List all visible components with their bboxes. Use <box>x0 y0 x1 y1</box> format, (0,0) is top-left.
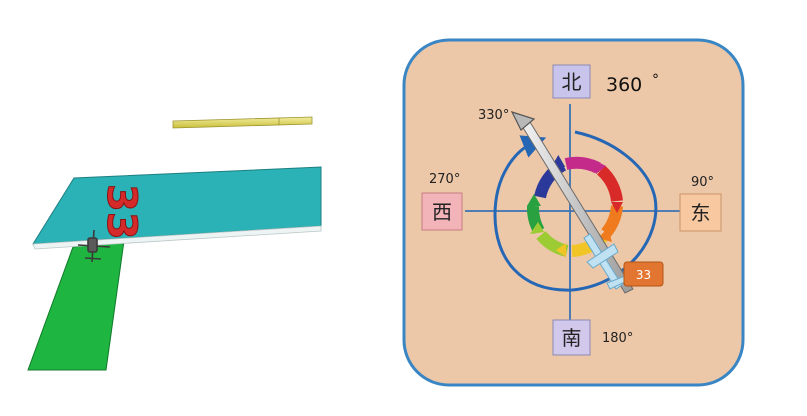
west-degrees: 270° <box>429 172 460 187</box>
rotation-loop <box>493 130 658 292</box>
runway-tag: 33 <box>623 261 664 287</box>
aircraft-model <box>77 229 111 263</box>
east-marker: 90° 东 <box>679 175 722 232</box>
south-degrees: 180° <box>602 331 633 346</box>
airplane-icon <box>583 233 628 290</box>
runway-number-marking: 33 <box>98 184 144 240</box>
compass-panel: 330° 北 360 ° 270° 西 90° 东 南 180° <box>402 38 745 387</box>
east-degrees: 90° <box>691 175 714 190</box>
west-marker: 270° 西 <box>421 172 463 231</box>
runway-tag-label: 33 <box>636 268 651 282</box>
heading-330-label: 330° <box>478 108 509 123</box>
teal-runway <box>32 166 322 250</box>
south-marker: 南 180° <box>552 319 633 356</box>
west-label: 西 <box>432 200 452 224</box>
north-degrees: 360 <box>606 74 642 96</box>
green-taxiway <box>27 240 125 371</box>
runway-scene: 33 <box>27 116 322 371</box>
yellow-bar <box>172 116 313 129</box>
compass-axes <box>465 104 680 322</box>
east-label: 东 <box>691 201 711 225</box>
compass-background <box>402 38 745 387</box>
south-label: 南 <box>562 326 582 350</box>
north-degree-symbol: ° <box>652 72 659 88</box>
north-label: 北 <box>562 70 582 94</box>
north-marker: 北 360 ° <box>552 64 659 99</box>
